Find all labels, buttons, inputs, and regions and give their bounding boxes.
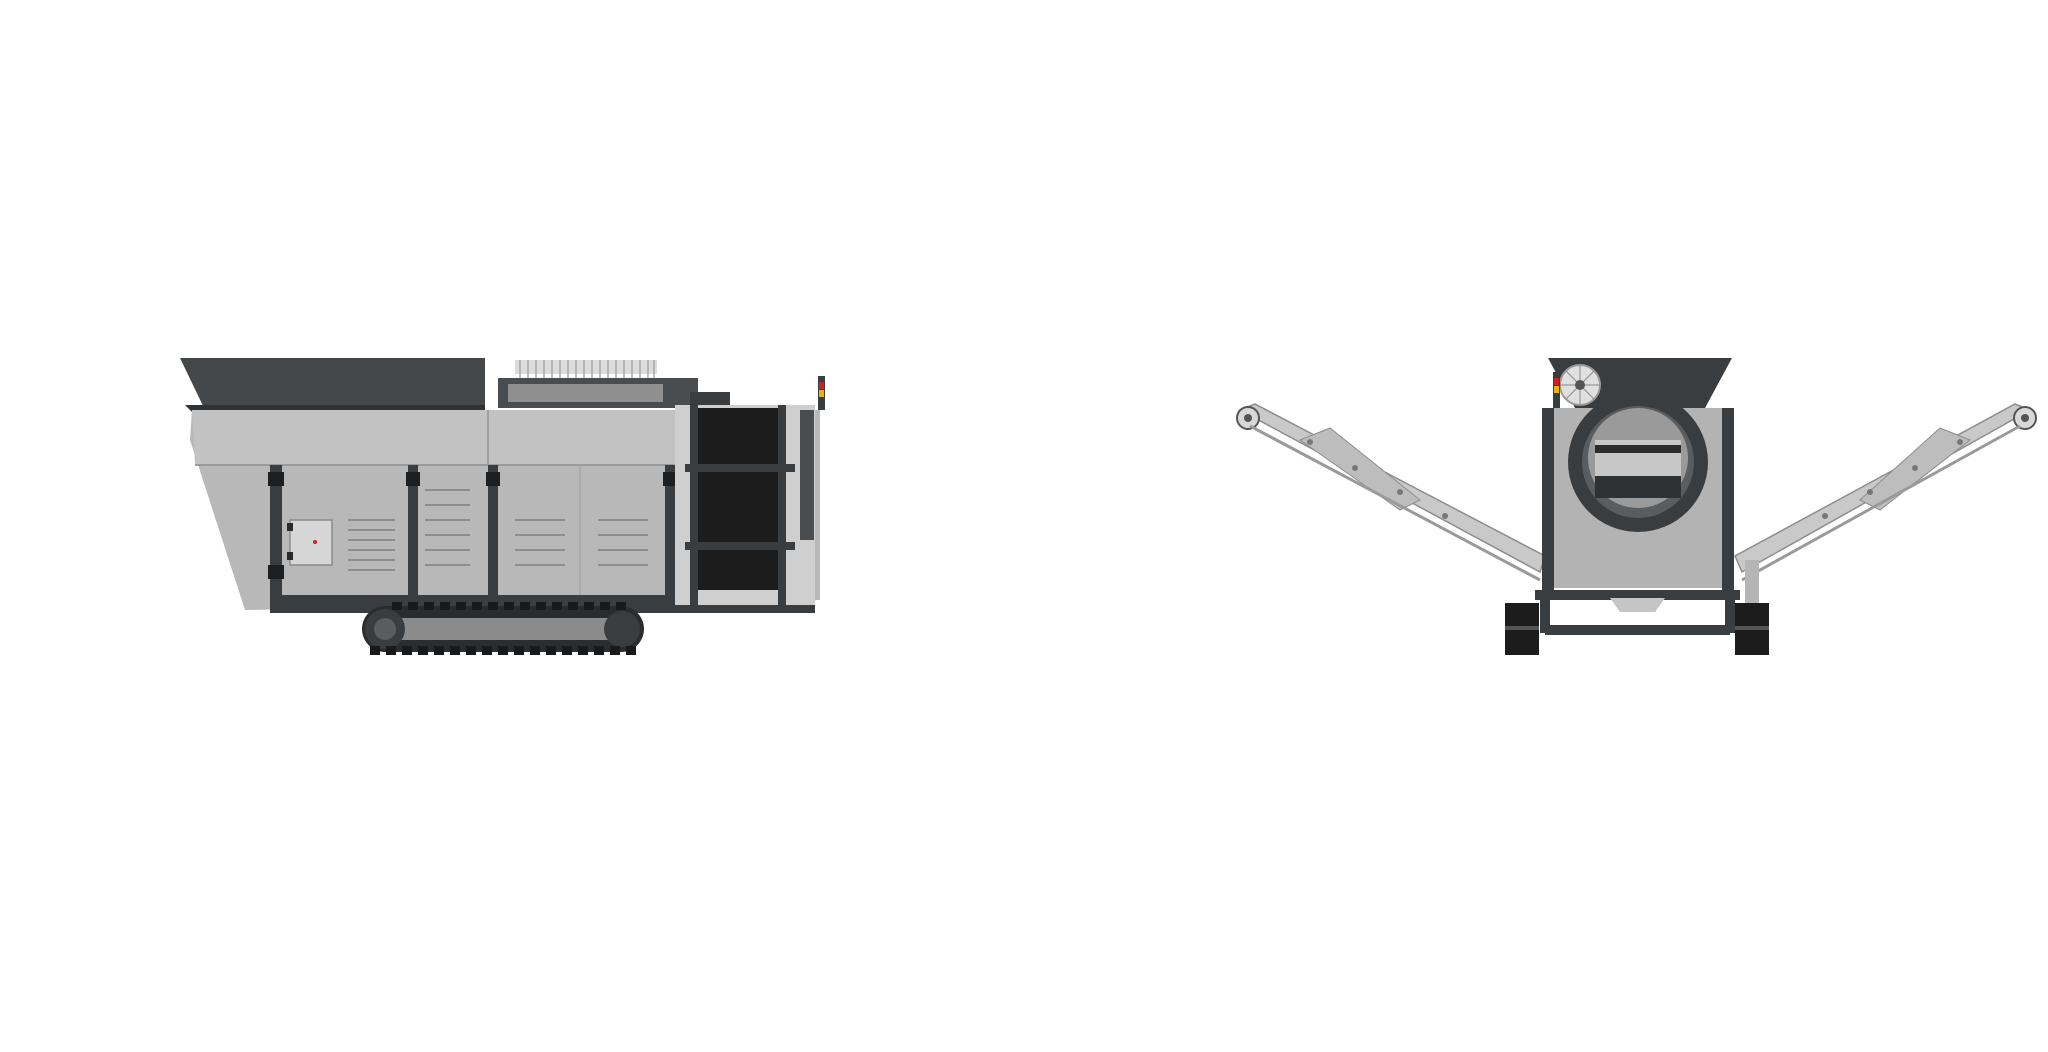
rear-view xyxy=(1236,358,2037,655)
brush-unit xyxy=(498,360,730,414)
crawler-track xyxy=(362,602,644,655)
side-view xyxy=(180,358,825,655)
conveyor-belts xyxy=(698,408,778,590)
rear-tracks xyxy=(1505,603,1769,655)
trommel-drum xyxy=(1568,392,1708,532)
left-conveyor-arm xyxy=(1236,403,1546,582)
hopper xyxy=(180,358,485,410)
louvre-panels xyxy=(348,489,648,571)
control-box xyxy=(289,519,333,566)
rotary-brush xyxy=(1559,364,1601,406)
body-top-band xyxy=(192,410,700,465)
right-conveyor-arm xyxy=(1734,403,2037,605)
rear-base-frame xyxy=(1535,590,1740,600)
warning-beacon xyxy=(818,376,825,410)
rear-warning-beacon xyxy=(1553,372,1560,408)
